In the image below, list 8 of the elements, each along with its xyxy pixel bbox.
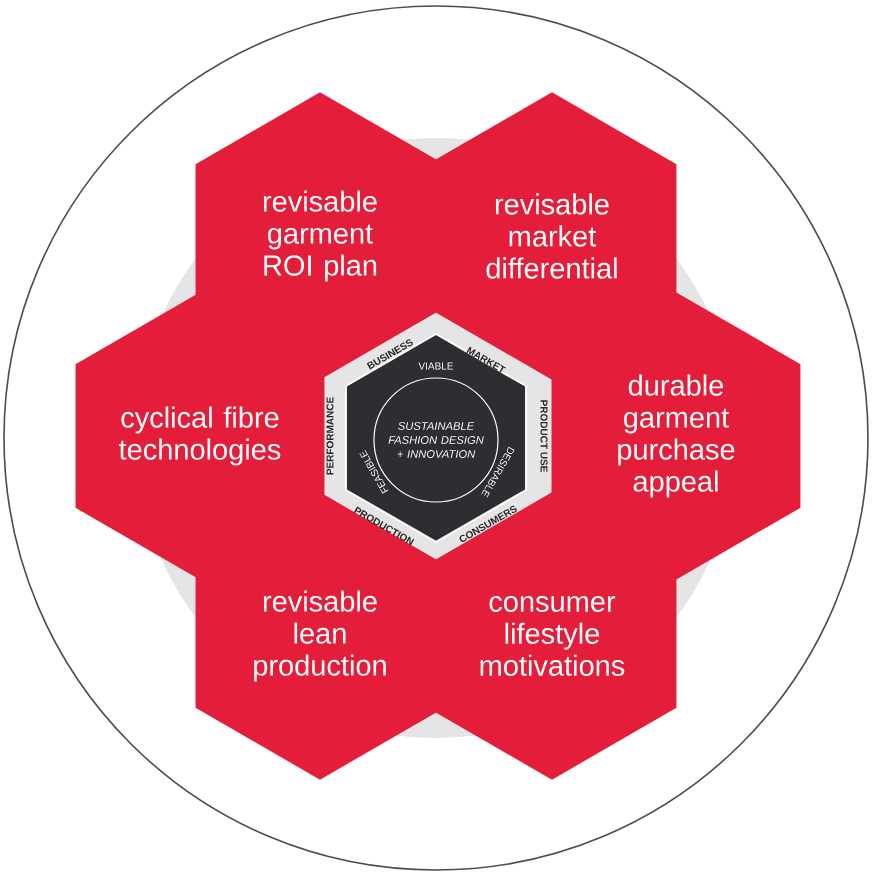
hexagon: durable garment purchase appeal — [551, 292, 801, 580]
node-label: durable garment purchase appeal — [618, 374, 735, 498]
hexagon: cyclical fibre technologies — [75, 292, 325, 580]
node-label: cyclical fibre technologies — [119, 406, 281, 466]
node-label: revisable garment ROI plan — [263, 190, 377, 282]
node-label: consumer lifestyle motivations — [480, 596, 625, 676]
node-label: revisable lean production — [254, 590, 386, 682]
node-label: revisable market differential — [486, 193, 617, 279]
